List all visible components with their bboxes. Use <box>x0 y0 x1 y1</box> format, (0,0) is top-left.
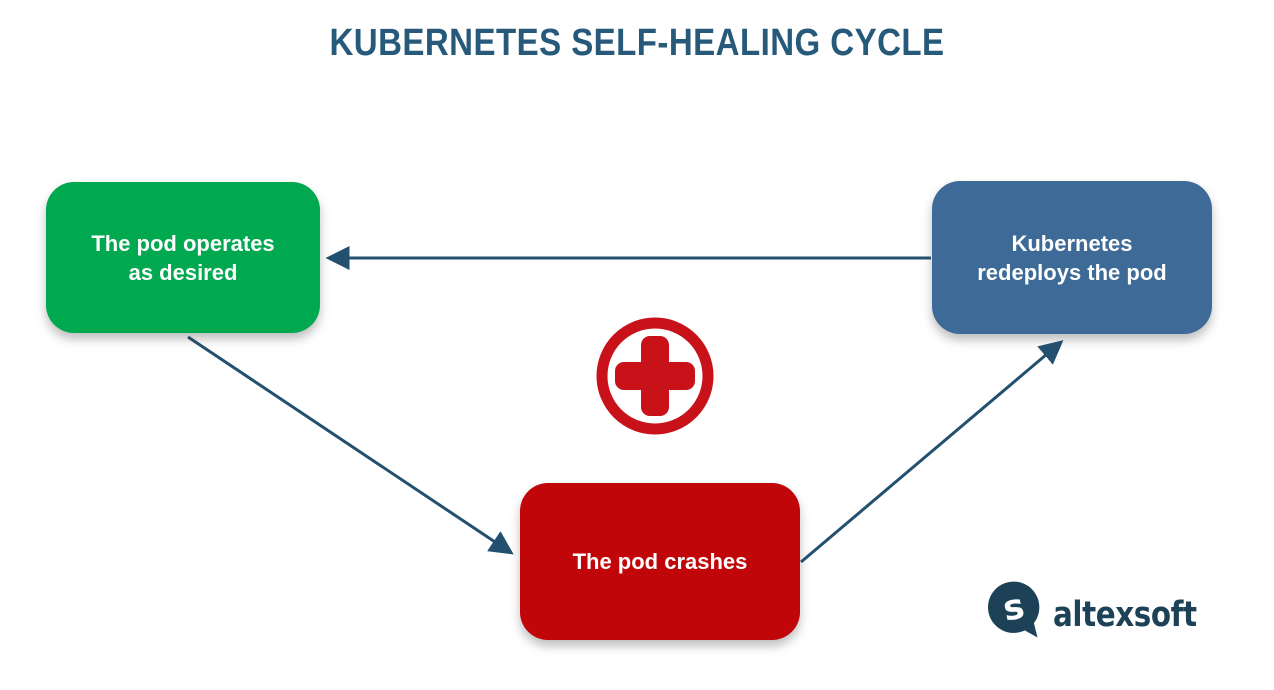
arrow-operates-to-crashes <box>187 335 514 555</box>
node-pod-operates-label: The pod operates as desired <box>91 230 275 285</box>
arrow-crashes-to-redeploys <box>800 340 1064 564</box>
node-kubernetes-redeploys-label: Kubernetes redeploys the pod <box>977 230 1167 285</box>
altexsoft-logo-text: altexsoft <box>1053 595 1197 635</box>
medical-cross-icon <box>594 315 716 437</box>
node-pod-crashes: The pod crashes <box>520 483 800 640</box>
node-pod-crashes-label: The pod crashes <box>572 549 748 574</box>
altexsoft-logo-mark-icon: s <box>988 581 1040 638</box>
node-pod-operates: The pod operates as desired <box>46 182 320 333</box>
altexsoft-logo: s altexsoft <box>988 581 1224 639</box>
node-kubernetes-redeploys: Kubernetes redeploys the pod <box>932 181 1212 334</box>
page-title: KUBERNETES SELF-HEALING CYCLE <box>329 22 945 64</box>
